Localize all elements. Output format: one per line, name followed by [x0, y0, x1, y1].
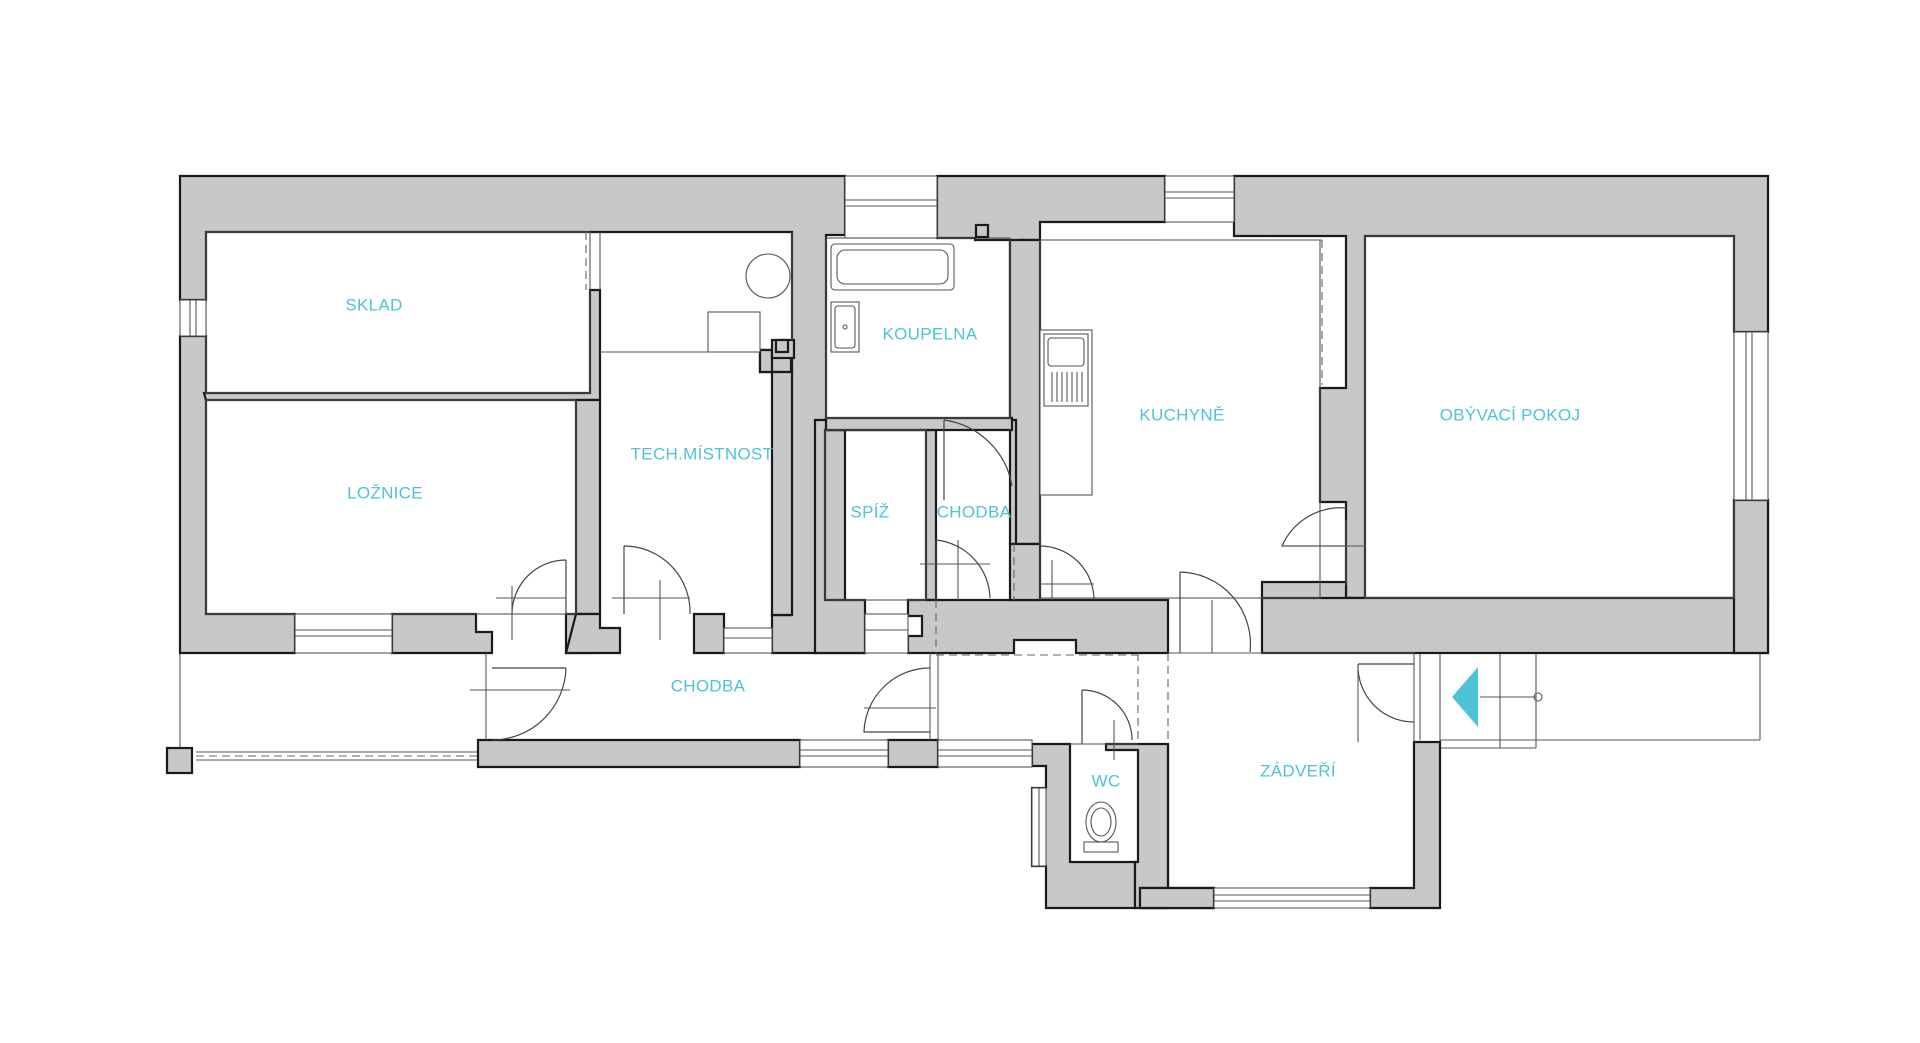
- entrance-arrow-icon: [1452, 667, 1478, 727]
- sink-drainboard: [1051, 372, 1083, 402]
- room-label-loznice: LOŽNICE: [347, 483, 423, 502]
- room-label-wc: WC: [1092, 771, 1121, 790]
- room-label-sklad: SKLAD: [345, 295, 402, 314]
- doors: [470, 419, 1415, 760]
- room-label-kuchyne: KUCHYNĚ: [1139, 405, 1224, 424]
- fixtures: [707, 223, 1119, 853]
- room-label-chodba-small: CHODBA: [937, 502, 1012, 521]
- boiler: [745, 253, 791, 299]
- room-label-chodba-main: CHODBA: [671, 676, 746, 695]
- room-label-spiz: SPÍŽ: [851, 502, 890, 521]
- windows: [179, 175, 1769, 909]
- room-label-tech: TECH.MÍSTNOST: [631, 444, 774, 463]
- toilet: [1083, 801, 1119, 853]
- tech-unit: [707, 311, 761, 353]
- room-outlines: [205, 231, 1735, 742]
- room-labels: SKLAD LOŽNICE TECH.MÍSTNOST KOUPELNA SPÍ…: [345, 295, 1580, 790]
- room-label-zadveri: ZÁDVEŘÍ: [1260, 761, 1336, 780]
- room-label-koupelna: KOUPELNA: [883, 324, 978, 343]
- walls: [178, 174, 1770, 910]
- room-label-obyvaci: OBÝVACÍ POKOJ: [1440, 405, 1581, 424]
- terrace-post: [165, 746, 194, 775]
